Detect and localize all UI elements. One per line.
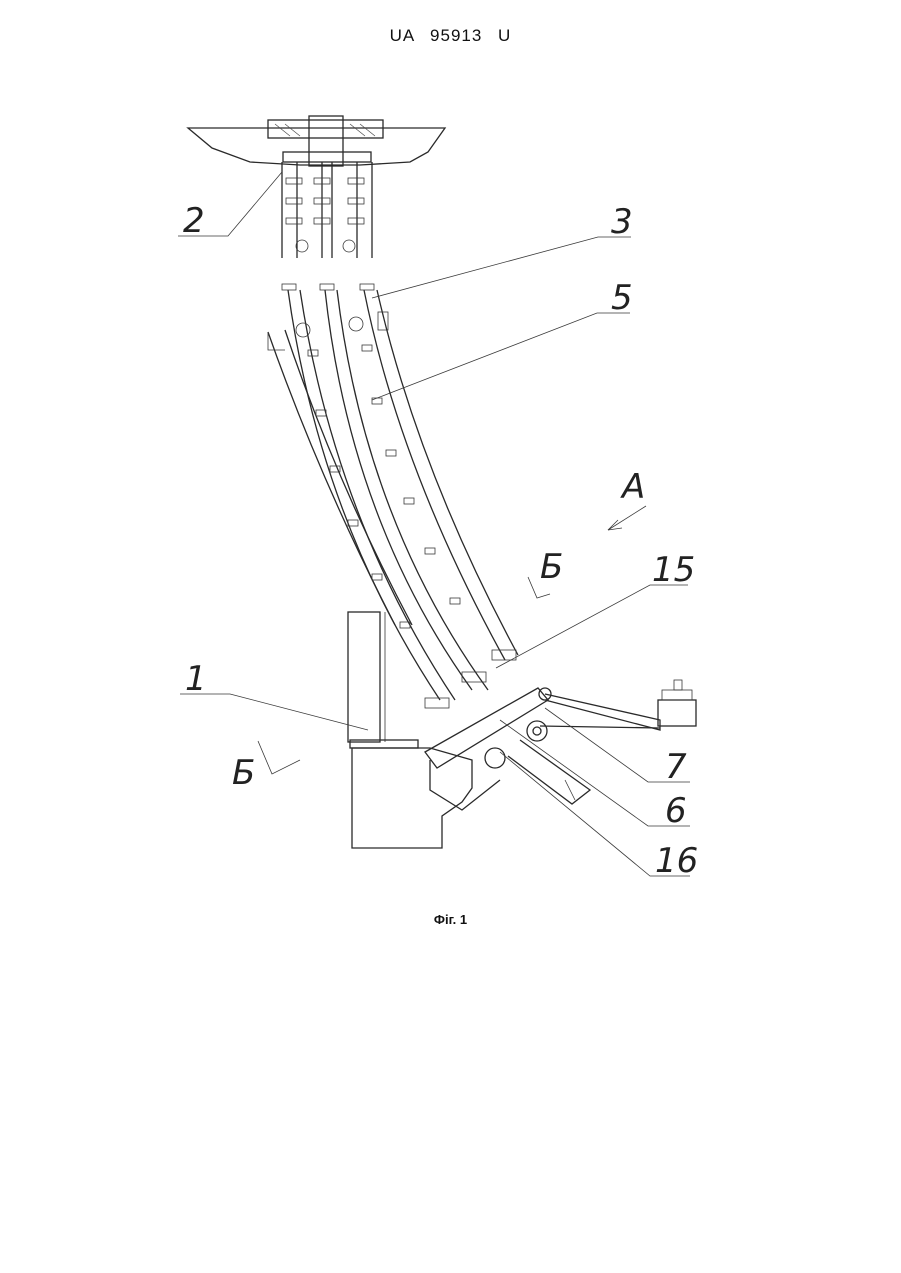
figure-caption: Фіг. 1 xyxy=(0,912,901,927)
label-2: 2 xyxy=(183,201,205,241)
top-support-beam xyxy=(188,116,445,166)
label-3: 3 xyxy=(611,202,633,242)
label-5: 5 xyxy=(611,278,633,318)
label-section-b-lower: Б xyxy=(232,753,255,793)
label-6: 6 xyxy=(665,791,687,831)
lower-lever-assembly xyxy=(425,650,696,810)
label-section-b-upper: Б xyxy=(540,547,563,587)
label-view-a: А xyxy=(620,467,645,507)
upper-hanger-block xyxy=(282,162,372,258)
label-1: 1 xyxy=(185,659,207,699)
label-15: 15 xyxy=(652,550,695,590)
curved-guide-rails xyxy=(268,284,518,700)
label-7: 7 xyxy=(665,747,687,787)
label-16: 16 xyxy=(655,841,698,881)
